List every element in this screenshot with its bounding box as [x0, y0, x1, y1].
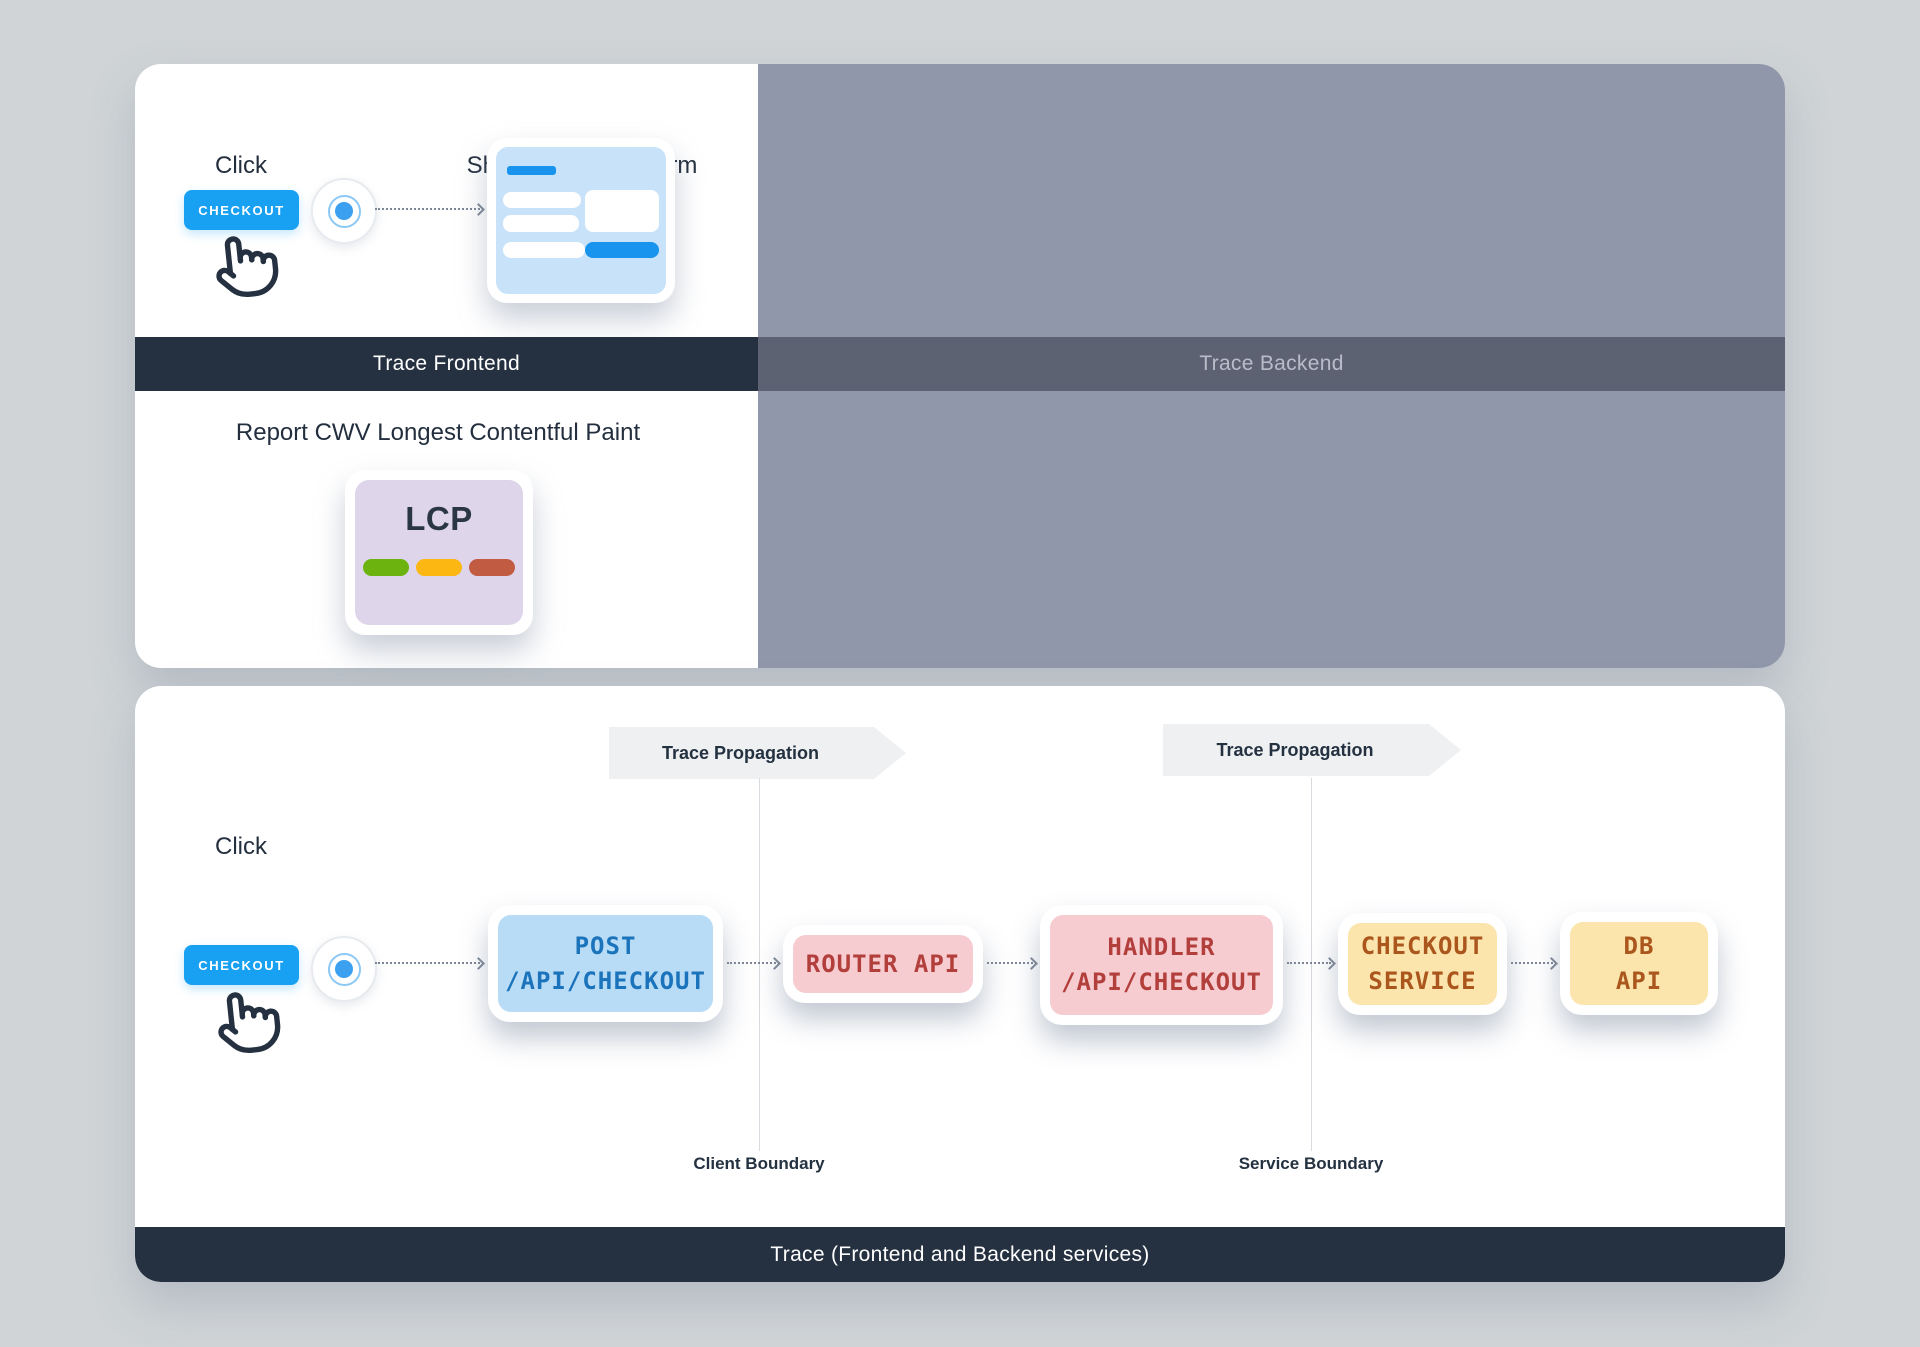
ripple-ring: [327, 194, 361, 228]
lcp-score-bars: [355, 559, 523, 576]
trace-summary-label: Trace (Frontend and Backend services): [770, 1242, 1150, 1266]
node-checkout-service: CHECKOUT SERVICE: [1338, 913, 1507, 1015]
node-label: HANDLER: [1107, 933, 1216, 961]
flow-arrow: [1511, 956, 1558, 970]
trace-summary-bar: Trace (Frontend and Backend services): [135, 1227, 1785, 1282]
node-label: POST: [574, 931, 637, 960]
lcp-bar-amber-icon: [416, 559, 462, 576]
trace-frontend-bar: Trace Frontend: [135, 337, 758, 391]
ripple-dot: [335, 960, 353, 978]
node-label: CHECKOUT: [1360, 932, 1485, 960]
flow-arrow: [727, 956, 781, 970]
lcp-card-body: LCP: [355, 480, 523, 625]
node-router-api: ROUTER API: [783, 925, 983, 1003]
click-ripple-icon: [311, 178, 377, 244]
trace-flow-panel: Trace Propagation Trace Propagation Clic…: [135, 686, 1785, 1282]
client-boundary-label: Client Boundary: [693, 1154, 825, 1173]
node-post-api-checkout: POST /API/CHECKOUT: [488, 905, 723, 1022]
checkout-button[interactable]: CHECKOUT: [184, 945, 299, 985]
trace-propagation-banner: Trace Propagation: [1163, 724, 1461, 776]
trace-frontend-bar-label: Trace Frontend: [373, 352, 520, 375]
node-label: DB: [1623, 931, 1655, 960]
trace-backend-bar-label: Trace Backend: [1199, 352, 1344, 375]
pointer-hand-icon: [211, 985, 286, 1065]
trace-propagation-label: Trace Propagation: [661, 742, 820, 763]
form-field-row: [503, 215, 579, 232]
node-label: ROUTER API: [805, 949, 961, 978]
form-field-row: [503, 242, 585, 258]
ripple-ring: [327, 952, 361, 986]
node-label: /API/CHECKOUT: [1061, 968, 1262, 996]
client-boundary-line: [759, 778, 760, 1151]
cwv-label: Report CWV Longest Contentful Paint: [235, 419, 641, 446]
flow-arrow: [375, 202, 485, 216]
lcp-bar-red-icon: [469, 559, 515, 576]
flow-arrow: [1287, 956, 1336, 970]
form-title-bar: [507, 166, 556, 175]
frontend-backend-panel: Click Show Checkout Form CHECKOUT: [135, 64, 1785, 668]
form-field-row: [503, 192, 581, 208]
trace-backend-bar: Trace Backend: [758, 337, 1785, 391]
node-db-api: DB API: [1560, 912, 1718, 1015]
service-boundary-line: [1311, 778, 1312, 1151]
flow-arrow: [375, 956, 485, 970]
trace-propagation-label: Trace Propagation: [1216, 739, 1374, 760]
lcp-label: LCP: [405, 500, 473, 537]
service-boundary-label: Service Boundary: [1238, 1154, 1384, 1173]
checkout-form-illustration: [487, 138, 675, 303]
lcp-bar-green-icon: [363, 559, 409, 576]
form-summary-box: [585, 190, 659, 232]
node-label: /API/CHECKOUT: [505, 966, 706, 995]
click-label: Click: [215, 152, 267, 179]
lcp-card-illustration: LCP: [345, 470, 533, 635]
node-label: API: [1615, 966, 1663, 995]
click-label: Click: [215, 833, 267, 860]
checkout-button[interactable]: CHECKOUT: [184, 190, 299, 230]
flow-arrow: [987, 956, 1038, 970]
ripple-dot: [335, 202, 353, 220]
click-ripple-icon: [311, 936, 377, 1002]
node-handler-api-checkout: HANDLER /API/CHECKOUT: [1040, 905, 1283, 1025]
checkout-form-body: [496, 147, 666, 294]
form-submit-pill: [585, 242, 659, 258]
trace-propagation-banner: Trace Propagation: [609, 727, 906, 779]
node-label: SERVICE: [1368, 967, 1477, 995]
pointer-hand-icon: [209, 229, 284, 309]
